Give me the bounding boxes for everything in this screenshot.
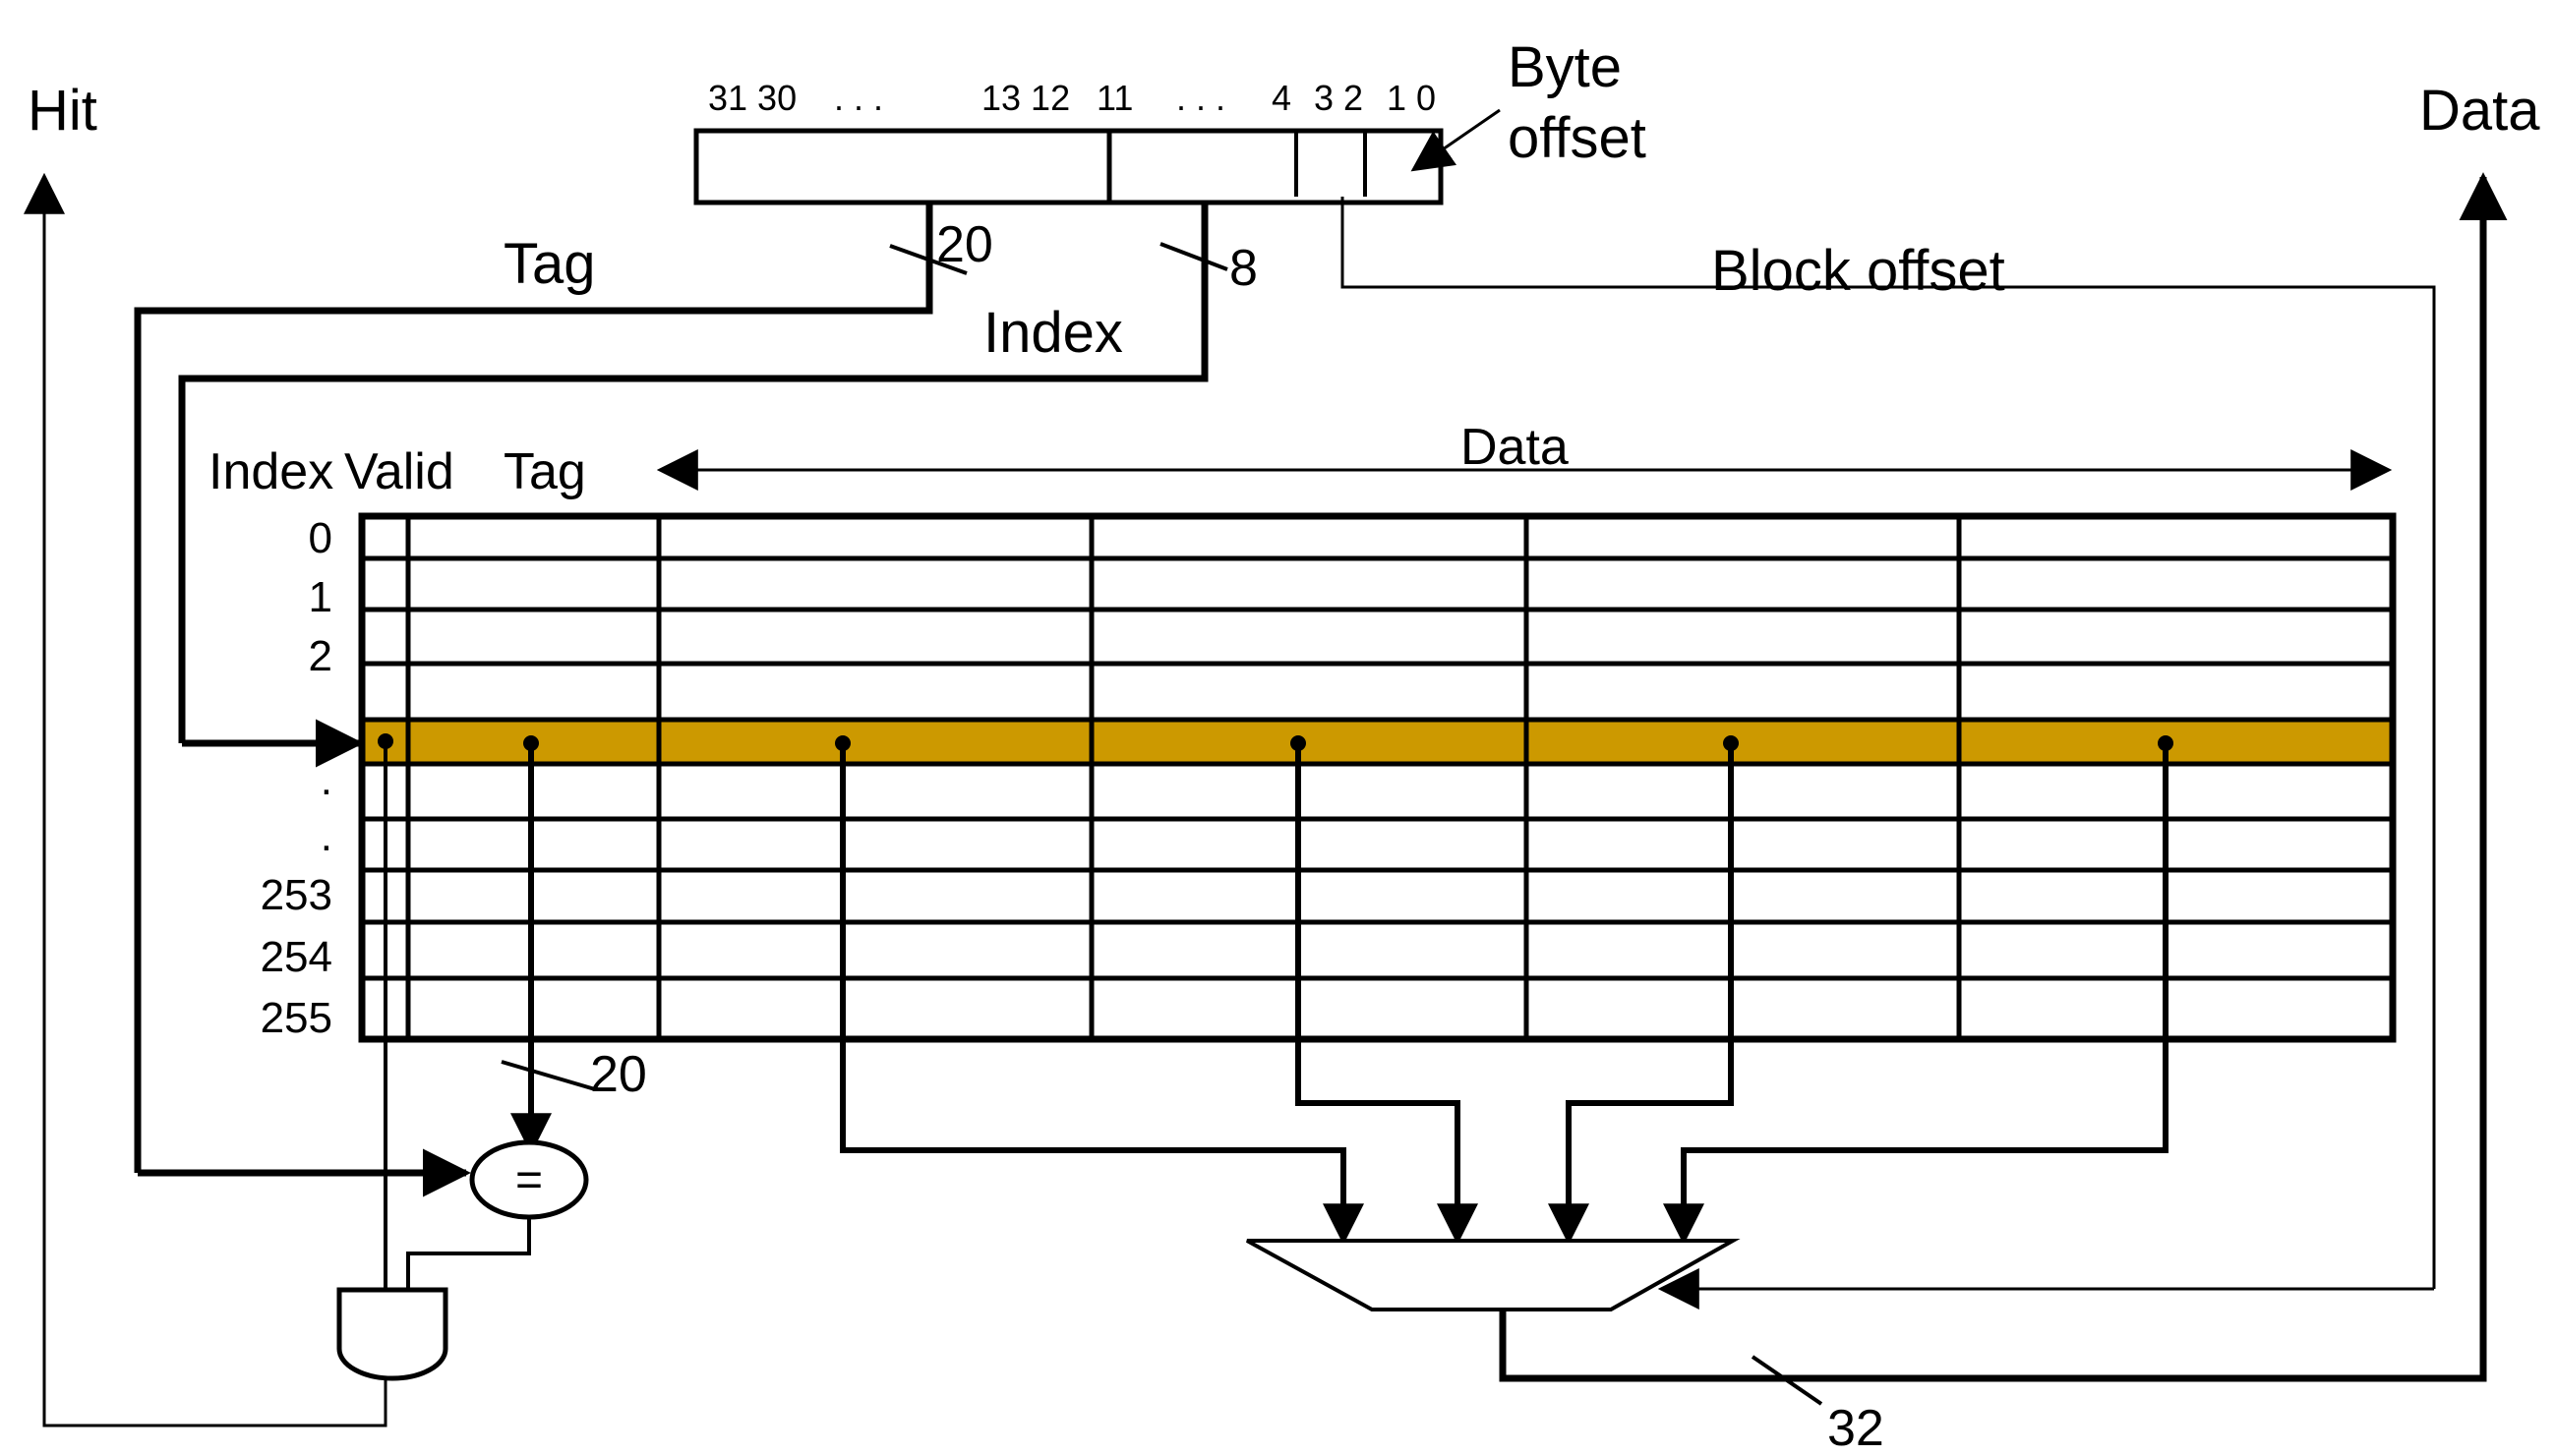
data-word-lines <box>840 743 2169 1246</box>
row-label-1: 1 <box>309 573 332 621</box>
row-label-255: 255 <box>261 994 332 1042</box>
data-output-line <box>1499 172 2508 1382</box>
cache-table <box>358 512 2397 1043</box>
row-label-2: 2 <box>309 632 332 680</box>
bit-label-dots-low: . . . <box>1176 78 1225 118</box>
data-width-label: 32 <box>1827 1400 1884 1451</box>
cache-table-rows <box>362 555 2393 981</box>
selected-row-highlight <box>362 720 2393 764</box>
header-valid: Valid <box>344 443 454 500</box>
hit-line <box>23 172 387 1427</box>
word3-line <box>1663 743 2169 1246</box>
bit-label-31-30: 31 30 <box>708 78 797 118</box>
row-labels: 0 1 2 . . . 253 254 255 <box>261 514 332 1042</box>
row-label-0: 0 <box>309 514 332 562</box>
word2-line <box>1548 743 1734 1246</box>
bit-label-11: 11 <box>1097 78 1133 118</box>
compare-width-label: 20 <box>590 1046 647 1103</box>
index-field-label: Index <box>983 301 1123 365</box>
header-tag: Tag <box>504 443 586 500</box>
word0-line <box>840 743 1364 1246</box>
block-offset-label: Block offset <box>1711 239 2005 303</box>
byte-offset-label-line1: Byte <box>1508 35 1622 99</box>
row-label-dot-3: . <box>321 812 332 860</box>
header-index: Index <box>208 443 333 500</box>
header-data: Data <box>1460 419 1569 476</box>
compare-width-slash <box>501 1060 596 1091</box>
row-label-253: 253 <box>261 871 332 919</box>
block-offset-line <box>1340 197 2436 1289</box>
address-register <box>693 128 1444 205</box>
comparator-symbol: = <box>515 1154 543 1206</box>
and-gate <box>336 1287 448 1381</box>
address-register-box <box>693 128 1444 205</box>
data-output-label: Data <box>2419 79 2540 143</box>
tag-bus <box>134 203 933 1173</box>
bit-label-dots-high: . . . <box>834 78 883 118</box>
index-width-label: 8 <box>1229 240 1258 297</box>
cache-table-columns <box>405 516 1962 1039</box>
row-label-254: 254 <box>261 933 332 981</box>
word1-line <box>1295 743 1478 1246</box>
row-label-dot-1: . <box>321 694 332 742</box>
cache-table-border <box>358 512 2397 1043</box>
index-width-slash <box>1159 242 1228 271</box>
comparator-to-and <box>406 1217 531 1290</box>
address-bit-numbers: 31 30 . . . 13 12 11 . . . 4 3 2 1 0 <box>708 78 1436 118</box>
bit-label-1-0: 1 0 <box>1387 78 1436 118</box>
data-multiplexer <box>1246 1239 1741 1311</box>
byte-offset-pointer <box>1410 108 1501 172</box>
tag-width-label: 20 <box>936 216 993 273</box>
bit-label-3-2: 3 2 <box>1314 78 1363 118</box>
row-label-dot-2: . <box>321 756 332 804</box>
hit-label: Hit <box>28 79 97 143</box>
bit-label-4: 4 <box>1272 78 1291 118</box>
byte-offset-label-line2: offset <box>1508 106 1646 170</box>
data-width-slash <box>1751 1355 1823 1406</box>
bit-label-13-12: 13 12 <box>981 78 1070 118</box>
tag-field-label: Tag <box>504 232 596 296</box>
index-bus <box>178 203 1209 743</box>
tag-width-slash <box>889 244 968 275</box>
